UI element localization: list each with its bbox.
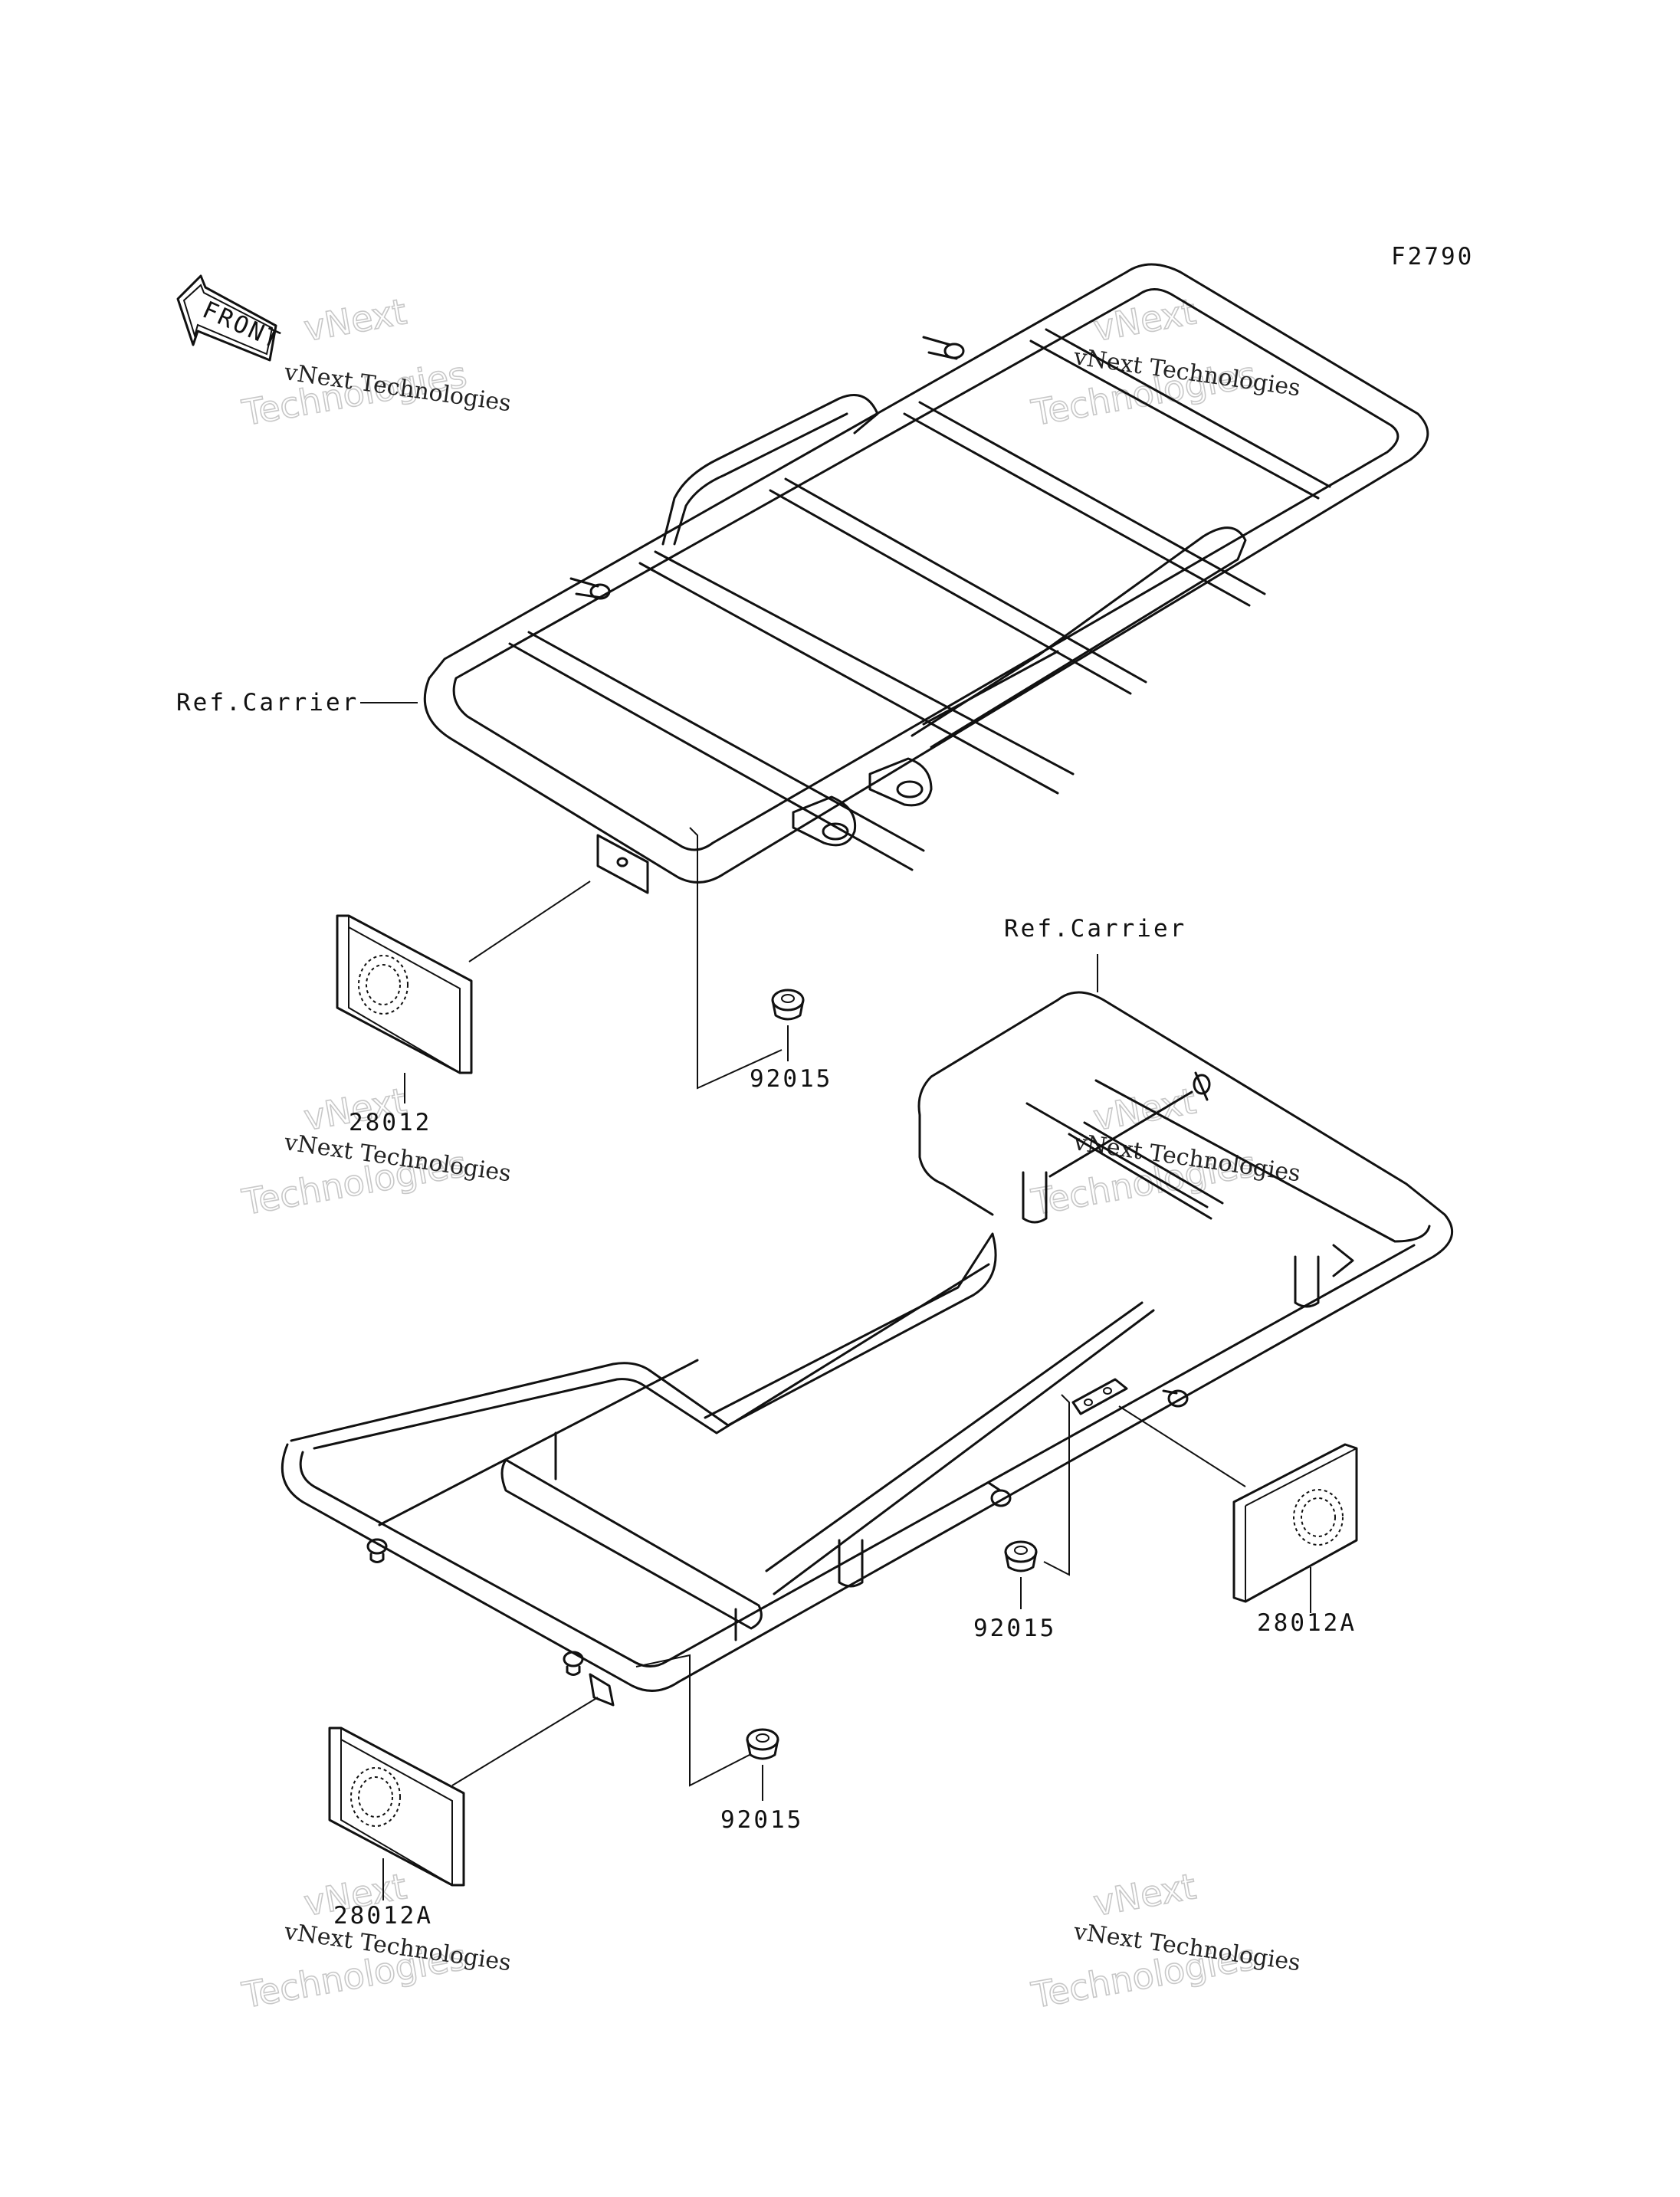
nut-upper-icon [771, 989, 805, 1061]
nut-lower-mid-icon [1004, 1540, 1038, 1609]
label-nut-lower-mid: 92015 [973, 1615, 1056, 1642]
watermark-bottom-left: vNext Technologies vNext Technologies [238, 1865, 513, 2017]
watermark-top-left: vNext Technologies vNext Technologies [238, 290, 513, 434]
front-arrow-label: FRONT [199, 296, 286, 355]
front-carrier-outline [423, 263, 1429, 1090]
label-reflector-rear-left: 28012A [333, 1902, 433, 1930]
label-nut-upper: 92015 [750, 1065, 832, 1093]
svg-text:vNext: vNext [1091, 1865, 1199, 1924]
label-nut-lower-left: 92015 [720, 1806, 803, 1834]
label-ref-carrier-lower: Ref.Carrier [1004, 915, 1186, 943]
svg-text:vNext: vNext [1091, 1080, 1199, 1139]
label-reflector-front: 28012 [349, 1109, 431, 1136]
figure-code: F2790 [1391, 243, 1474, 271]
watermark-mid-left: vNext Technologies vNext Technologies [238, 1080, 513, 1224]
front-arrow-icon: FRONT [176, 274, 286, 362]
reflector-rear-left-icon [328, 1726, 465, 1900]
watermark-bottom-right: vNext Technologies vNext Technologies [1028, 1865, 1302, 2017]
watermark-mid-right: vNext Technologies vNext Technologies [1028, 1080, 1302, 1224]
svg-text:vNext: vNext [301, 290, 410, 349]
label-reflector-rear-right: 28012A [1257, 1609, 1357, 1637]
svg-text:vNext: vNext [1091, 290, 1199, 349]
nut-lower-left-icon [746, 1728, 779, 1801]
rear-carrier-outline [281, 991, 1453, 1787]
reflector-front-icon [336, 914, 473, 1074]
reflector-rear-right-icon [1232, 1443, 1358, 1613]
label-ref-carrier-upper: Ref.Carrier [176, 689, 359, 716]
